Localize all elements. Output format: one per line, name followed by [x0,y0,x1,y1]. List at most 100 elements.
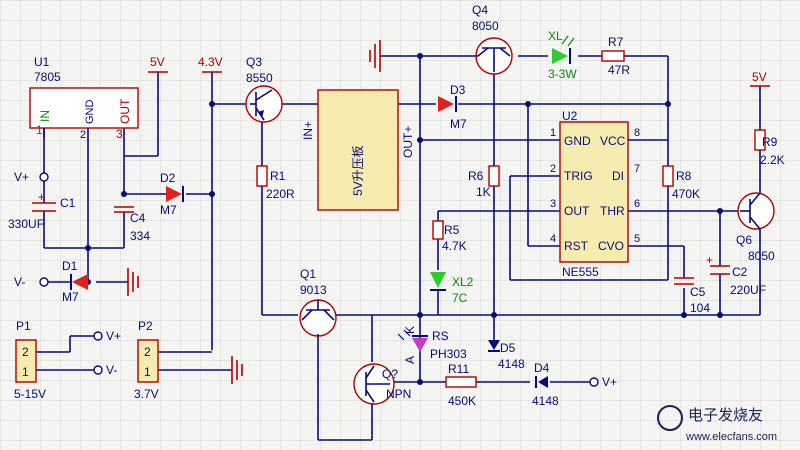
svg-text:THR: THR [600,204,625,218]
svg-text:M7: M7 [450,117,467,131]
svg-text:4.3V: 4.3V [198,55,223,69]
svg-text:XL2: XL2 [452,275,474,289]
svg-text:Q6: Q6 [736,233,752,247]
svg-text:NE555: NE555 [562,265,599,279]
svg-text:OUT: OUT [564,204,590,218]
svg-text:4.7K: 4.7K [442,239,467,253]
svg-text:C5: C5 [690,285,706,299]
svg-text:220R: 220R [266,187,295,201]
svg-text:M7: M7 [62,290,79,304]
svg-text:PH303: PH303 [430,347,467,361]
svg-text:7C: 7C [452,291,468,305]
u1-pin2: 2 [80,129,86,141]
svg-text:8050: 8050 [472,19,499,33]
junctions [85,53,723,385]
u1-out-label: OUT [118,98,132,124]
svg-text:P1: P1 [16,319,31,333]
svg-text:220UF: 220UF [730,283,766,297]
d1-diode: D1 M7 [62,259,88,304]
xl-led: XL 3-3W [548,29,577,81]
svg-text:2: 2 [550,163,556,175]
svg-text:R1: R1 [270,169,286,183]
c2-capacitor: + C2 220UF [706,253,766,297]
svg-text:R11: R11 [448,362,469,376]
svg-text:4: 4 [550,233,556,245]
qx-transistor: Q? NPN [353,363,411,405]
svg-text:RS: RS [432,329,449,343]
svg-text:D3: D3 [450,83,466,97]
ground-symbol-top [369,40,381,72]
svg-text:7: 7 [634,163,640,175]
svg-text:V-: V- [14,275,25,289]
watermark: 电子发烧友 www.elecfans.com [657,405,777,443]
q1-transistor: Q1 9013 [299,267,337,337]
rail-5v-right: 5V [750,70,770,87]
svg-text:TRIG: TRIG [564,169,593,183]
svg-text:104: 104 [690,301,710,315]
svg-text:1: 1 [22,365,29,379]
svg-text:Q3: Q3 [246,55,262,69]
u1-gnd-label: GND [84,100,96,125]
svg-text:R7: R7 [608,35,624,49]
svg-text:8: 8 [634,127,640,139]
svg-text:IN+: IN+ [301,121,315,140]
svg-text:1: 1 [550,127,556,139]
svg-text:450K: 450K [448,394,476,408]
svg-text:3: 3 [550,198,556,210]
u1-pin1: 1 [36,123,43,137]
svg-text:OUT+: OUT+ [401,126,415,158]
svg-text:+: + [38,190,45,204]
svg-text:V-: V- [106,363,117,377]
svg-text:RST: RST [564,239,589,253]
q4-transistor: Q4 8050 [472,3,513,75]
ground-symbol-p2 [231,356,243,384]
watermark-url: www.elecfans.com [685,431,777,443]
svg-text:XL: XL [548,29,563,43]
svg-text:U2: U2 [562,109,578,123]
watermark-brand: 电子发烧友 [688,407,763,424]
c1-capacitor: + C1 330UF [8,190,76,231]
svg-text:5-15V: 5-15V [14,387,46,401]
r6-resistor: R6 1K [468,165,500,199]
svg-text:6: 6 [634,198,640,210]
svg-text:2: 2 [22,345,29,359]
boost-module: 5V升压板 IN+ OUT+ [301,89,415,211]
svg-text:8050: 8050 [748,249,775,263]
svg-text:C2: C2 [732,265,748,279]
svg-text:5V: 5V [150,55,165,69]
ground-symbol-left [127,268,139,296]
svg-text:V+: V+ [14,170,29,184]
d5-diode: D5 4148 [488,340,525,371]
svg-text:470K: 470K [672,187,700,201]
svg-text:V+: V+ [602,375,617,389]
svg-text:4148: 4148 [532,394,559,408]
terminal-vminus-left: V- [14,275,49,289]
r8-resistor: R8 470K [662,165,700,201]
u1-part: 7805 [34,70,61,84]
q6-transistor: Q6 8050 [736,192,775,263]
r9-resistor: R9 2.2K [754,129,785,167]
svg-text:D2: D2 [160,171,176,185]
r7-resistor: R7 47R [601,35,630,77]
svg-text:Q1: Q1 [300,267,316,281]
q3-transistor: Q3 8550 [245,55,283,123]
svg-text:+: + [706,253,713,267]
svg-text:P2: P2 [138,319,153,333]
rs-photo-sensor: RS PH303 A K [397,326,467,364]
svg-text:D4: D4 [534,361,550,375]
rail-4v3: 4.3V [198,55,223,73]
p1-connector: 2 1 P1 5-15V V+ V- [14,319,121,401]
u1-ref: U1 [34,55,50,69]
terminal-vplus-left: V+ [14,170,49,184]
svg-text:3-3W: 3-3W [548,67,577,81]
svg-text:CVO: CVO [598,239,624,253]
svg-text:9013: 9013 [300,283,327,297]
xl2-led: XL2 7C [430,272,474,315]
svg-text:A: A [403,356,417,364]
svg-text:334: 334 [130,229,150,243]
svg-text:V+: V+ [106,329,121,343]
svg-text:M7: M7 [160,203,177,217]
svg-text:1: 1 [144,365,151,379]
